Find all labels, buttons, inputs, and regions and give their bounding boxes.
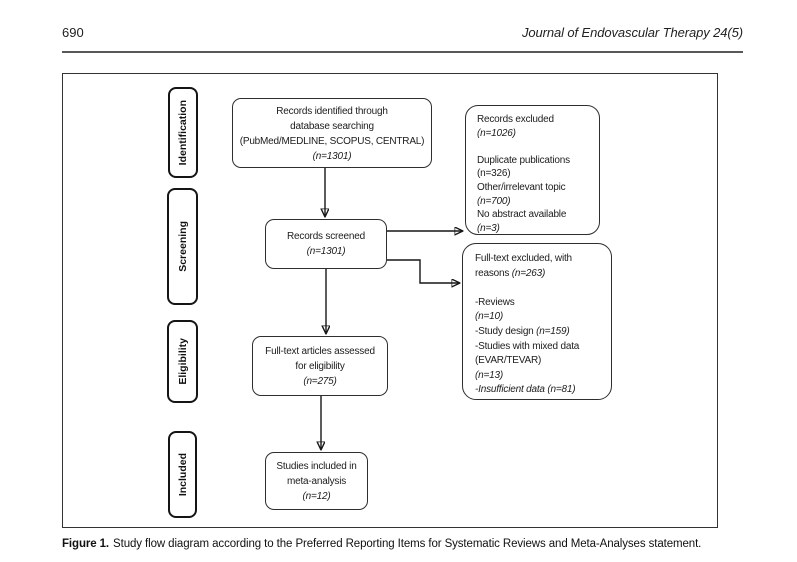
box-line: Records screened: [287, 231, 365, 242]
running-head: 690 Journal of Endovascular Therapy 24(5…: [62, 25, 743, 40]
page-number: 690: [62, 25, 84, 40]
stage-label-included-text: Included: [176, 452, 189, 497]
box-line: Studies included in: [276, 461, 357, 472]
box-line: -Reviews: [475, 296, 515, 308]
stage-label-identification-text: Identification: [177, 99, 189, 166]
box-fulltext-assessed: Full-text articles assessed for eligibili…: [252, 336, 388, 396]
box-line: (n=13): [475, 369, 503, 381]
stage-label-eligibility-text: Eligibility: [176, 338, 189, 385]
stage-label-screening: Screening: [167, 188, 198, 305]
box-line: Full-text excluded, with: [475, 253, 572, 264]
journal-title: Journal of Endovascular Therapy 24(5): [521, 25, 743, 40]
box-line: (n=10): [475, 311, 503, 323]
stage-label-identification: Identification: [168, 87, 198, 178]
box-line: (EVAR/TEVAR): [475, 355, 542, 367]
box-line: (n=326): [477, 168, 511, 180]
box-line: Records excluded: [477, 114, 554, 125]
stage-label-screening-text: Screening: [176, 221, 189, 272]
stage-label-included: Included: [168, 431, 197, 518]
box-line: [477, 140, 594, 154]
box-line: [475, 281, 606, 296]
box-line: -Studies with mixed data: [475, 340, 580, 352]
box-line: (n=1301): [306, 246, 346, 257]
box-line: (n=1301): [312, 151, 352, 162]
box-records-identified: Records identified through database searc…: [232, 98, 432, 168]
box-line: (n=700): [477, 195, 511, 207]
box-line: No abstract available: [477, 209, 567, 221]
box-line: Other/irrelevant topic: [477, 181, 566, 193]
figure-caption-label: Figure 1.: [62, 538, 110, 550]
figure-caption: Figure 1.Study flow diagram according to…: [62, 538, 762, 550]
box-line: (n=12): [302, 491, 331, 502]
box-line: meta-analysis: [286, 476, 347, 487]
stage-label-eligibility: Eligibility: [167, 320, 198, 403]
figure-caption-text: Study flow diagram according to the Pref…: [113, 538, 702, 550]
box-line: Full-text articles assessed: [265, 346, 375, 357]
box-records-screened: Records screened (n=1301): [265, 219, 387, 269]
box-line: Records identified through: [276, 106, 388, 117]
box-line: (n=3): [477, 222, 500, 234]
box-line: Duplicate publications: [477, 154, 570, 166]
box-line: -Study design (n=159): [475, 325, 570, 337]
box-line: -Insufficient data (n=81): [475, 384, 576, 396]
box-line: (n=275): [303, 376, 337, 387]
box-records-excluded: Records excluded (n=1026) Duplicate publi…: [465, 105, 600, 235]
box-line: database searching: [290, 121, 374, 132]
box-line: (PubMed/MEDLINE, SCOPUS, CENTRAL): [239, 136, 425, 147]
box-line: for eligibility: [295, 361, 345, 372]
box-line: reasons (n=263): [475, 267, 546, 279]
box-studies-included: Studies included in meta-analysis (n=12): [265, 452, 368, 510]
header-rule: [62, 51, 743, 53]
box-line: (n=1026): [477, 127, 516, 139]
